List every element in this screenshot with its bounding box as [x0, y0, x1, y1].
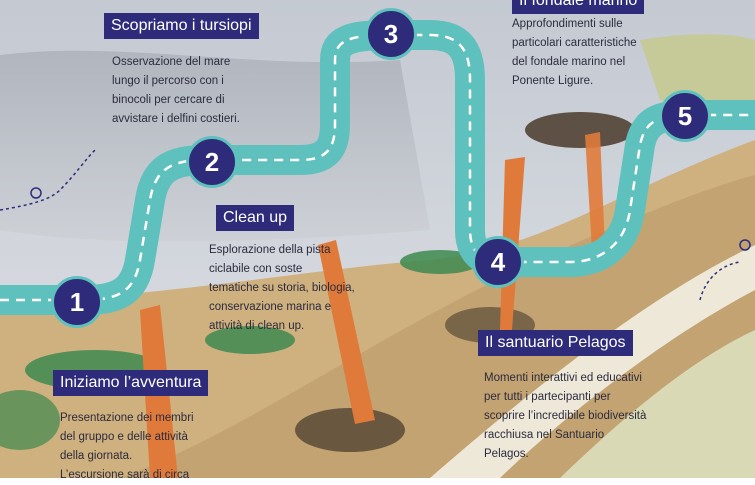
step-5-number: 5 — [677, 100, 693, 131]
step-1-number: 1 — [69, 286, 85, 317]
step-2-number: 2 — [204, 146, 220, 177]
step-1-title: Iniziamo l’avventura — [53, 370, 209, 396]
step-1-badge: 1 — [51, 276, 103, 328]
step-5-badge: 5 — [659, 90, 711, 142]
step-4-badge: 4 — [472, 236, 524, 288]
cleanup-title: Clean up — [216, 205, 295, 231]
step-2-description: Osservazione del mare lungo il percorso … — [112, 56, 240, 125]
step-4-title: Il santuario Pelagos — [478, 330, 633, 356]
step-2-title: Scopriamo i tursiopi — [104, 13, 259, 39]
step-3-badge: 3 — [365, 8, 417, 60]
step-2-badge: 2 — [186, 136, 238, 188]
step-4-description: Momenti interattivi ed educativi per tut… — [484, 372, 647, 460]
cleanup-description: Esplorazione della pista ciclabile con s… — [209, 244, 355, 332]
step-5-title: Il fondale marino — [512, 0, 645, 14]
step-4-number: 4 — [490, 246, 506, 277]
step-3-number: 3 — [383, 18, 399, 49]
step-5-description: Approfondimenti sulle particolari caratt… — [512, 18, 637, 87]
step-1-description: Presentazione dei membri del gruppo e de… — [60, 412, 194, 481]
